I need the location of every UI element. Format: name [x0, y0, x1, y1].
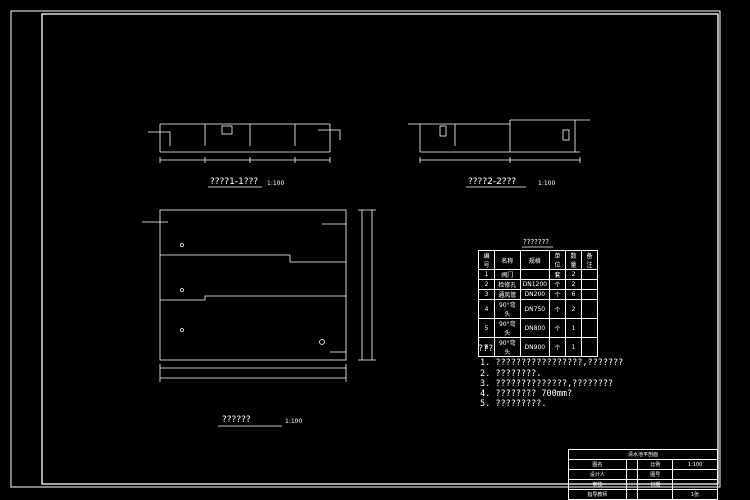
title-block-cell: 比例 [637, 459, 674, 470]
section-2-2-scale: 1:100 [538, 180, 556, 187]
title-block-cell [625, 489, 639, 500]
materials-cell: DN200 [519, 289, 551, 300]
title-block: 清水池平剖面 图名 比例 1:100 设计人 图号 审核 日期 指导教师 1张 [568, 449, 718, 500]
materials-header-cell: 编号 [478, 250, 495, 270]
title-block-cell [637, 489, 674, 500]
materials-header-cell: 备注 [581, 250, 598, 270]
title-block-cell: 1张 [672, 489, 718, 500]
materials-cell: DN800 [519, 318, 551, 338]
materials-cell: 个 [549, 289, 566, 300]
materials-cell: 检修孔 [494, 279, 521, 290]
materials-header-cell: 单位 [549, 250, 566, 270]
materials-cell: 1 [565, 318, 582, 338]
materials-row: 2 检修孔 DN1200 个 2 [478, 279, 598, 290]
materials-cell [581, 299, 598, 319]
materials-header-cell: 名称 [494, 250, 521, 270]
section-2-2-drawing [408, 119, 590, 163]
title-block-cell [625, 479, 639, 490]
materials-row: 3 通风管 DN200 个 6 [478, 289, 598, 300]
title-block-cell [625, 459, 639, 470]
title-block-cell: 图名 [568, 459, 627, 470]
title-block-row: 指导教师 1张 [568, 489, 718, 500]
materials-cell [581, 269, 598, 280]
inner-frame [41, 13, 719, 485]
materials-cell: 1 [565, 337, 582, 357]
materials-cell: 2 [565, 279, 582, 290]
notes-heading: ??? [478, 344, 494, 354]
materials-cell [581, 289, 598, 300]
plan-drawing [142, 209, 376, 382]
section-1-1-drawing [148, 123, 341, 163]
materials-cell: 个 [549, 279, 566, 290]
materials-cell [581, 279, 598, 290]
outer-frame [10, 10, 721, 488]
materials-cell: 2 [478, 279, 495, 290]
title-block-cell: 审核 [568, 479, 627, 490]
title-block-cell: 图号 [637, 469, 674, 480]
section-1-1-scale: 1:100 [267, 180, 285, 187]
materials-row: 6 90°弯头 DN900 个 1 [478, 337, 598, 357]
materials-row: 4 90°弯头 DN750 个 2 [478, 299, 598, 319]
materials-cell [581, 318, 598, 338]
materials-cell: 个 [549, 318, 566, 338]
drawing-name: 清水池平剖面 [568, 449, 718, 460]
materials-cell: 阀门 [494, 269, 521, 280]
materials-cell: 90°弯头 [494, 337, 521, 357]
note-item: 4. ???????? 700mm? [480, 389, 573, 399]
plan-scale: 1:100 [285, 418, 303, 425]
materials-title: ??????? [523, 238, 550, 246]
materials-cell: DN750 [519, 299, 551, 319]
materials-cell: 套 [549, 269, 566, 280]
materials-cell: DN900 [519, 337, 551, 357]
materials-cell: 6 [565, 289, 582, 300]
materials-cell: 4 [478, 299, 495, 319]
materials-cell: 个 [549, 299, 566, 319]
materials-cell: 2 [565, 269, 582, 280]
materials-table: 编号 名称 规格 单位 数量 备注 1 阀门 套 2 2 检修孔 DN1200 … [478, 250, 598, 357]
materials-cell: 5 [478, 318, 495, 338]
title-block-cell: 指导教师 [568, 489, 627, 500]
materials-row: 5 90°弯头 DN800 个 1 [478, 318, 598, 338]
materials-cell: DN1200 [519, 279, 551, 290]
materials-row: 1 阀门 套 2 [478, 269, 598, 280]
materials-cell: 3 [478, 289, 495, 300]
title-block-row: 图名 比例 1:100 [568, 459, 718, 470]
title-block-cell: 设计人 [568, 469, 627, 480]
title-block-row: 审核 日期 [568, 479, 718, 490]
materials-header-row: 编号 名称 规格 单位 数量 备注 [478, 250, 598, 270]
materials-cell [519, 269, 551, 280]
materials-cell: 90°弯头 [494, 318, 521, 338]
note-item: 5. ?????????. [480, 399, 547, 409]
materials-cell [581, 337, 598, 357]
materials-cell: 1 [478, 269, 495, 280]
materials-cell: 个 [549, 337, 566, 357]
section-2-2-title: ????2-2??? [468, 177, 517, 187]
title-block-cell: 日期 [637, 479, 674, 490]
section-1-1-title: ????1-1??? [210, 177, 259, 187]
title-block-cell: 1:100 [672, 459, 718, 470]
materials-header-cell: 规格 [519, 250, 551, 270]
title-block-name-row: 清水池平剖面 [568, 449, 718, 460]
note-item: 3. ??????????????,???????? [480, 379, 614, 389]
materials-cell: 2 [565, 299, 582, 319]
materials-cell: 90°弯头 [494, 299, 521, 319]
title-block-row: 设计人 图号 [568, 469, 718, 480]
title-block-cell [625, 469, 639, 480]
title-block-cell [672, 469, 718, 480]
materials-cell: 6 [478, 337, 495, 357]
materials-cell: 通风管 [494, 289, 521, 300]
note-item: 1. ?????????????????,??????? [480, 358, 624, 368]
note-item: 2. ????????. [480, 369, 542, 379]
title-block-cell [672, 479, 718, 490]
materials-header-cell: 数量 [565, 250, 582, 270]
plan-title: ?????? [222, 415, 251, 425]
